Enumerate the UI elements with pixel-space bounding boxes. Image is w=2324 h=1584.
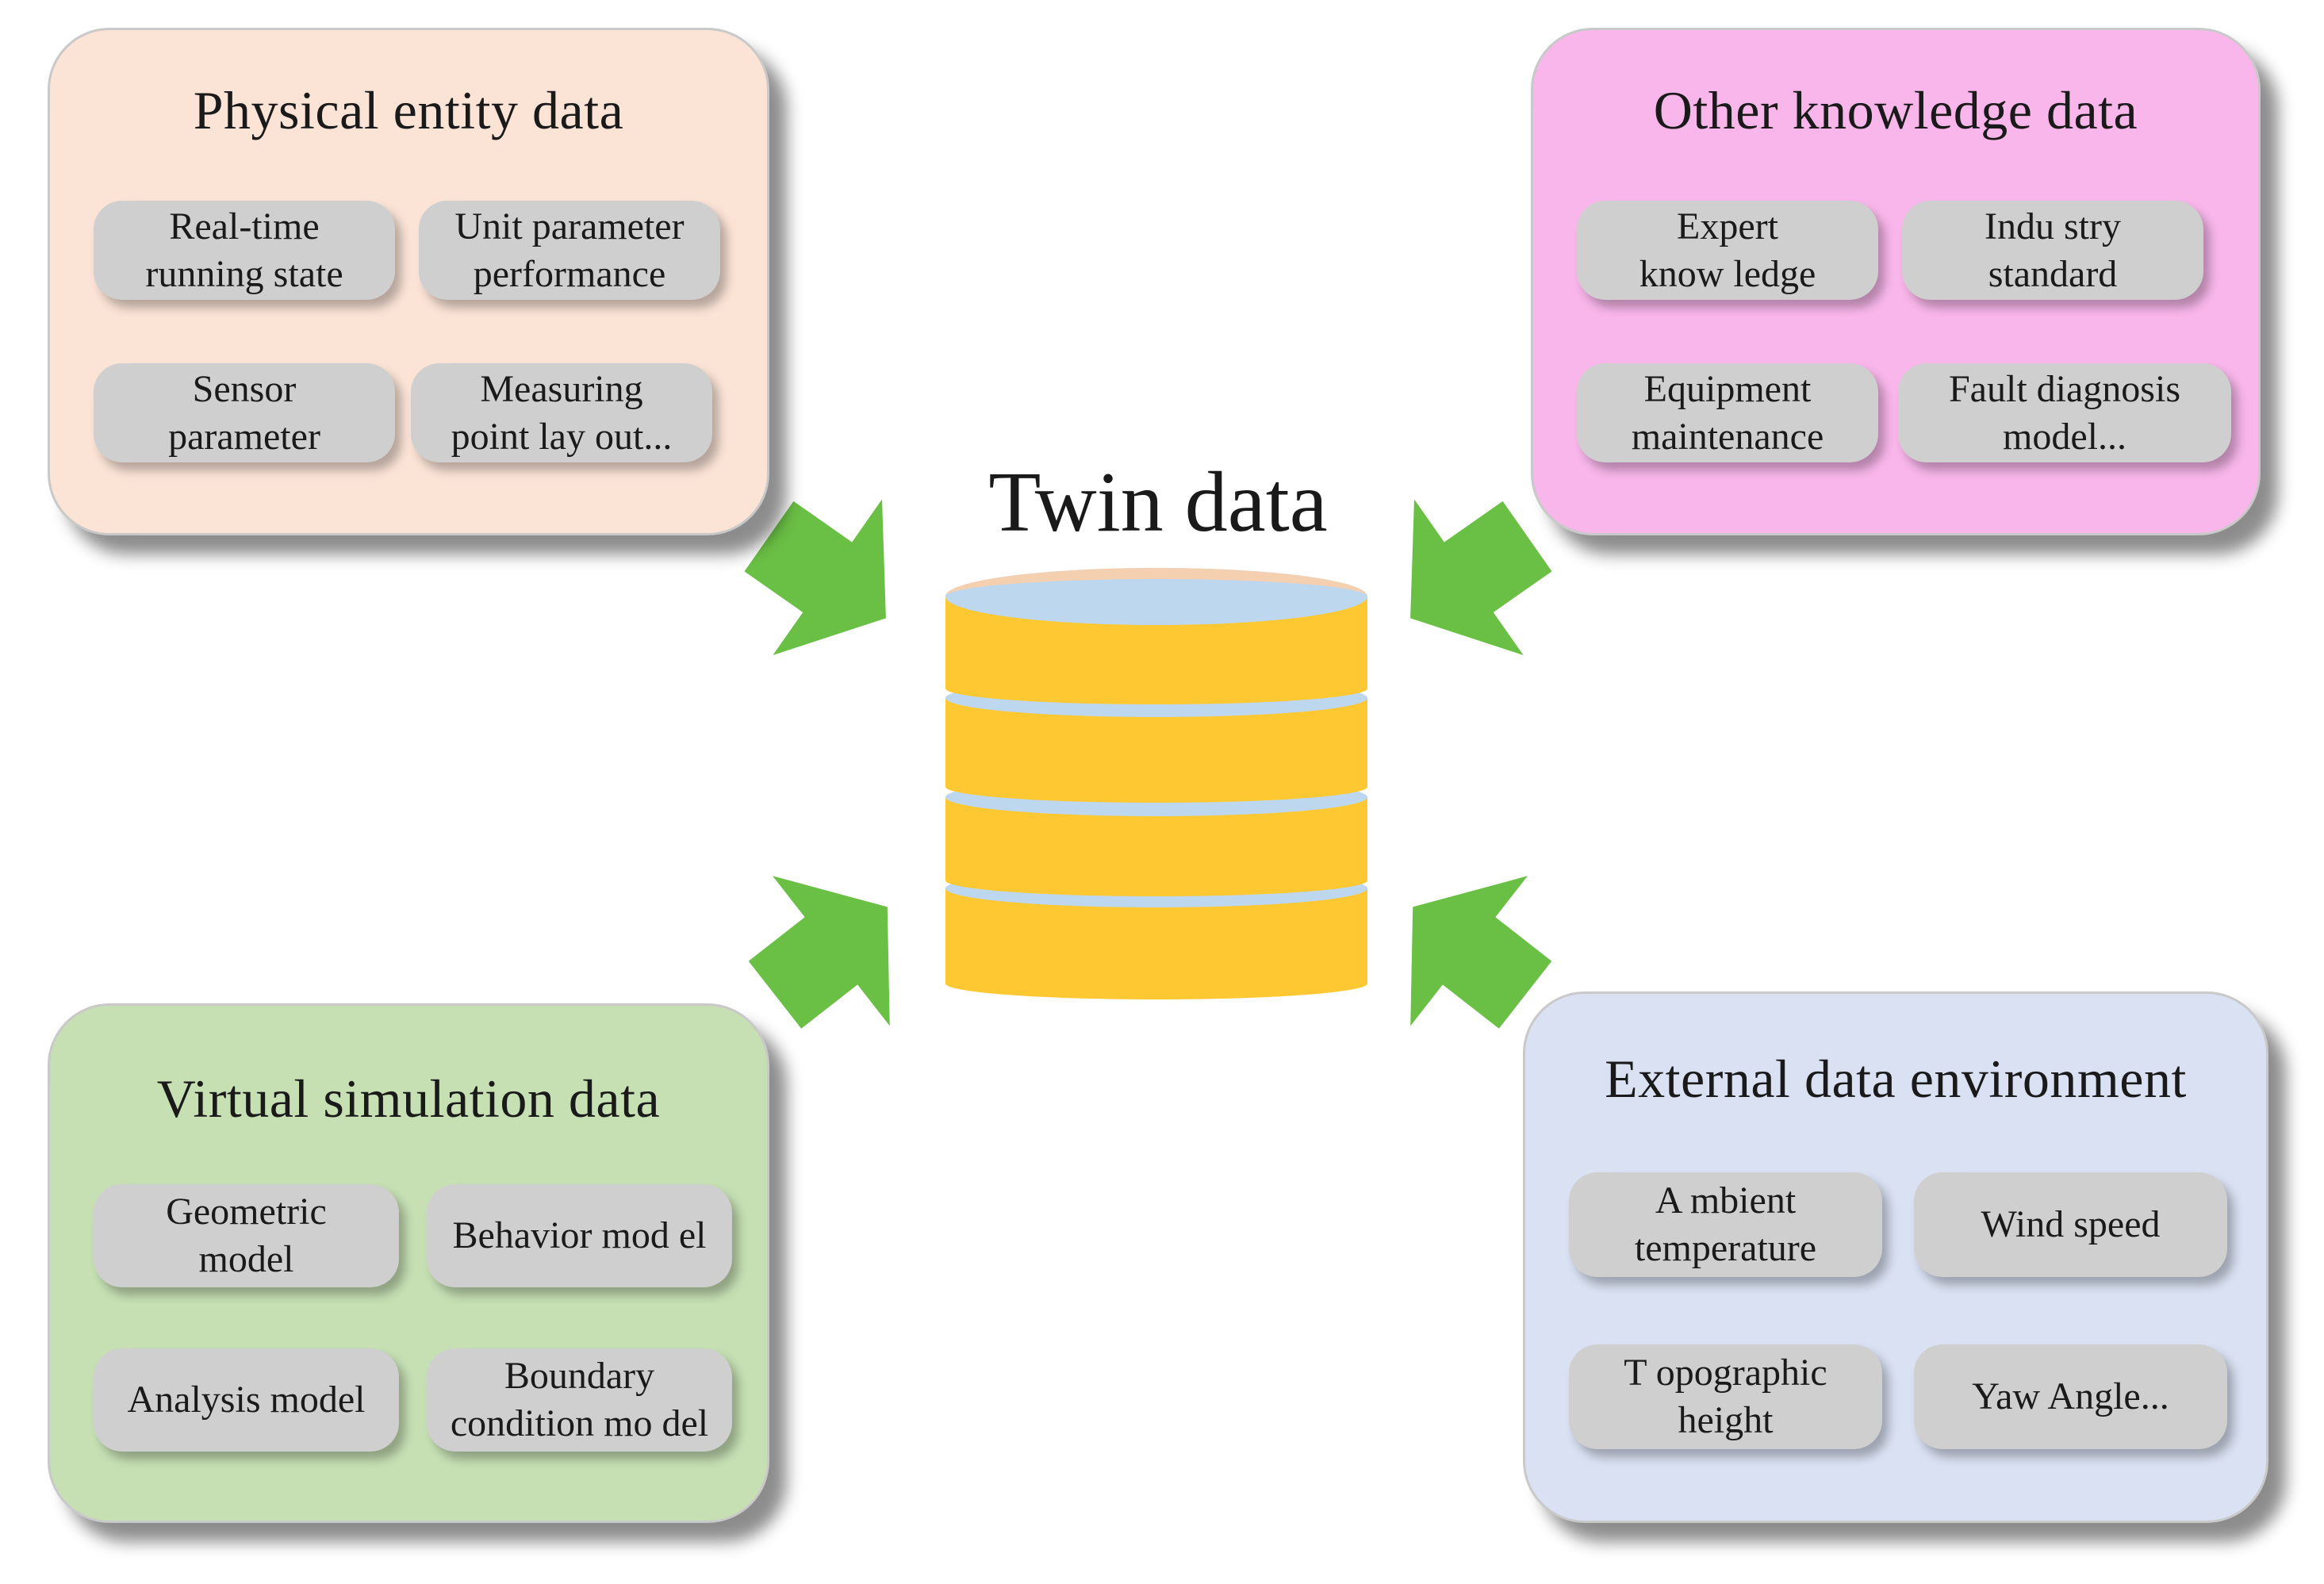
data-item-chip: Equipment maintenance: [1577, 363, 1878, 462]
data-item-chip: Behavior mod el: [427, 1184, 732, 1287]
arrow-bottom-left: [748, 876, 890, 1029]
panel-title: Other knowledge data: [1653, 80, 2138, 140]
external-environment-panel: External data environment A mbient tempe…: [1523, 991, 2268, 1523]
data-item-chip: Boundary condition mo del: [427, 1348, 732, 1452]
data-item-chip: Measuring point lay out...: [411, 363, 712, 462]
cylinder-segment-1-bottom: [945, 673, 1367, 704]
panel-title: External data environment: [1605, 1049, 2187, 1109]
data-item-chip: A mbient temperature: [1569, 1172, 1882, 1277]
arrow-top-right: [1410, 499, 1552, 656]
arrow-bottom-right: [1410, 876, 1552, 1029]
data-item-chip: Wind speed: [1914, 1172, 2227, 1277]
cylinder-top-face: [945, 568, 1367, 625]
database-cylinder-icon: [945, 568, 1367, 999]
panel-title: Physical entity data: [193, 80, 624, 140]
data-item-chip: Real-time running state: [94, 201, 395, 300]
center-title: Twin data: [988, 455, 1328, 550]
cylinder-segment-2-bottom: [945, 771, 1367, 803]
cylinder-segment-3-bottom: [945, 865, 1367, 896]
data-item-chip: Unit parameter performance: [419, 201, 720, 300]
virtual-simulation-panel: Virtual simulation data Geometric model …: [48, 1003, 769, 1523]
data-item-chip: Sensor parameter: [94, 363, 395, 462]
data-item-chip: Yaw Angle...: [1914, 1344, 2227, 1449]
data-item-chip: Geometric model: [94, 1184, 399, 1287]
cylinder-segment-4-bottom: [945, 968, 1367, 999]
data-item-chip: Fault diagnosis model...: [1898, 363, 2231, 462]
data-item-chip: Expert know ledge: [1577, 201, 1878, 300]
physical-entity-panel: Physical entity data Real-time running s…: [48, 28, 769, 535]
data-item-chip: Analysis model: [94, 1348, 399, 1452]
arrow-top-left: [744, 499, 886, 656]
data-item-chip: T opographic height: [1569, 1344, 1882, 1449]
other-knowledge-panel: Other knowledge data Expert know ledge I…: [1531, 28, 2261, 535]
panel-title: Virtual simulation data: [156, 1068, 661, 1129]
arrows: [744, 499, 1552, 1029]
data-item-chip: Indu stry standard: [1902, 201, 2203, 300]
cylinder-top-rim: [945, 568, 1367, 596]
